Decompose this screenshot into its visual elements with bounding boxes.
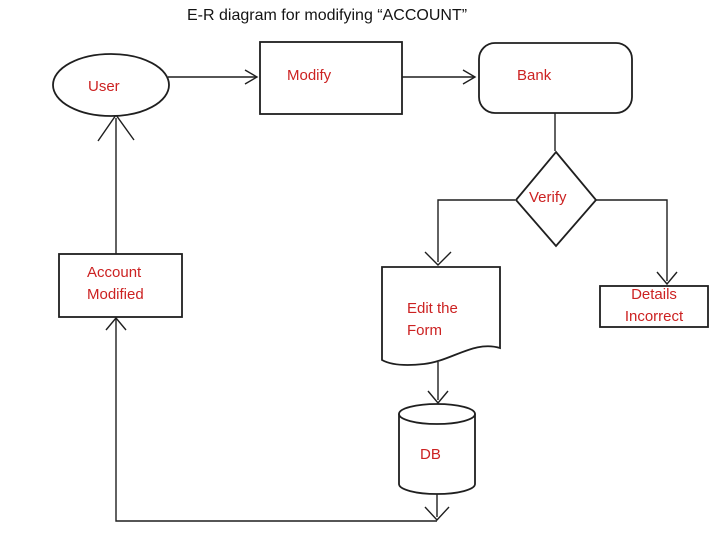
arrowhead-down-icon [656, 271, 678, 286]
arrowhead-right-icon [462, 69, 477, 85]
modify-label: Modify [287, 67, 332, 84]
connector-verify-to-details-incorrect [596, 199, 668, 281]
details-incorrect-rectangle [599, 285, 709, 328]
user-ellipse [52, 53, 170, 117]
connector-bottom-to-account-modified [115, 319, 437, 522]
db-cylinder-body [398, 414, 476, 495]
arrowhead-down-icon [424, 506, 450, 522]
arrowhead-up-icon [105, 316, 127, 331]
db-label: DB [420, 446, 441, 463]
db-cylinder-top [398, 403, 476, 425]
arrowhead-right-icon [244, 69, 259, 85]
page-title: E-R diagram for modifying “ACCOUNT” [187, 7, 468, 24]
user-label: User [88, 78, 120, 95]
verify-label: Verify [529, 189, 567, 206]
connector-verify-to-edit-form [437, 199, 515, 262]
shapes [52, 41, 709, 495]
account-modified-label: Account Modified [87, 264, 144, 303]
arrowhead-down-icon [424, 251, 452, 266]
arrowhead-down-icon [427, 390, 449, 405]
verify-diamond [514, 150, 598, 248]
bank-rounded-rectangle [478, 42, 633, 114]
details-incorrect-label: Details Incorrect [624, 286, 684, 325]
bank-label: Bank [517, 67, 552, 84]
account-modified-rectangle [58, 253, 183, 318]
edit-form-label: Edit the Form [407, 300, 458, 339]
edit-form-document [381, 266, 501, 366]
modify-rectangle [259, 41, 403, 115]
